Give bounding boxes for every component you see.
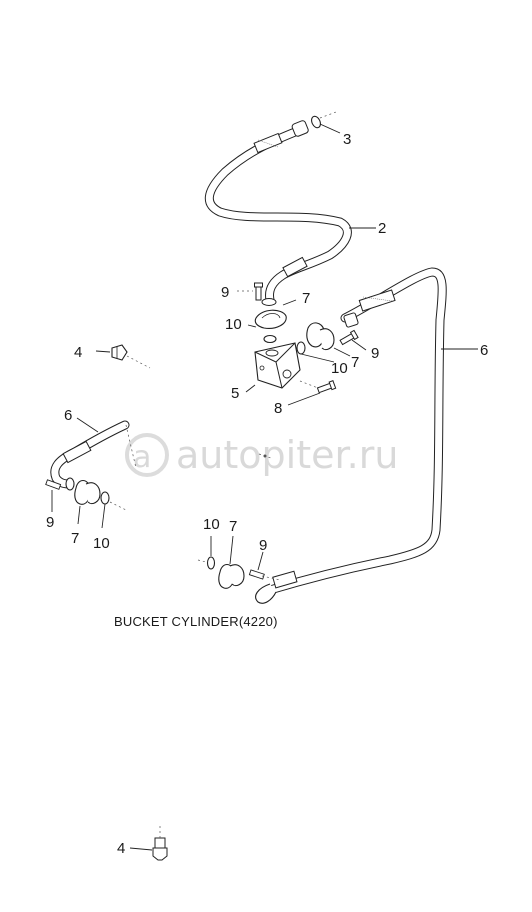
block-5: [254, 342, 301, 389]
callout-5: 5: [231, 385, 239, 402]
callout-6: 6: [480, 342, 488, 359]
callout-7: 7: [302, 290, 310, 307]
callout-9: 9: [46, 514, 54, 531]
callout-10: 10: [225, 316, 242, 333]
callout-6: 6: [64, 407, 72, 424]
bolt-9-left: [45, 479, 62, 490]
callout-9: 9: [221, 284, 229, 301]
callout-9: 9: [259, 537, 267, 554]
flange-7-lower: [218, 563, 245, 589]
hose-6-upper-ferrule: [358, 289, 396, 312]
hose-6-lower-ferrule: [272, 570, 298, 589]
bolt-9-lower: [248, 569, 265, 580]
callout-7: 7: [71, 530, 79, 547]
o-ring-10-upper: [263, 334, 277, 344]
hose-6: [255, 267, 447, 604]
hose-6-lower-elbow: [255, 583, 277, 604]
callout-8: 8: [274, 400, 282, 417]
bolt-9-upper: [254, 282, 263, 301]
watermark-logo-letter: a: [133, 440, 151, 475]
fitting-4-lower: [152, 826, 168, 861]
callout-7: 7: [351, 354, 359, 371]
callout-10: 10: [203, 516, 220, 533]
flange-7-left: [74, 479, 101, 505]
callout-10: 10: [93, 535, 110, 552]
bolt-8: [316, 380, 337, 394]
hose-2: [204, 120, 352, 306]
reference-mark-icon: [258, 453, 272, 459]
callout-3: 3: [343, 131, 351, 148]
callout-2: 2: [378, 220, 386, 237]
watermark: a autopiter.ru: [125, 433, 398, 477]
o-ring-10-right: [296, 341, 306, 355]
flange-7-right: [306, 322, 335, 351]
watermark-logo-icon: [125, 433, 169, 477]
diagram-caption: BUCKET CYLINDER(4220): [114, 614, 278, 629]
hose-2-upper-ferrule: [253, 132, 283, 154]
hose-2-upper-fitting: [291, 120, 309, 137]
callout-7: 7: [229, 518, 237, 535]
hose-6-left-ferrule: [62, 440, 92, 464]
callout-9: 9: [371, 345, 379, 362]
hose-6-left: [50, 420, 137, 491]
callout-labels: 3 2 9 7 10 6 4 9 7 10 5 8 6 9 7 10 10 7 …: [46, 131, 488, 857]
bolt-9-right: [339, 329, 359, 346]
o-ring-3: [311, 115, 321, 129]
hose-6-upper-fitting: [343, 312, 359, 328]
callout-4: 4: [117, 840, 125, 857]
o-ring-10-left: [100, 491, 110, 505]
watermark-text: autopiter.ru: [176, 433, 398, 477]
fitting-4-upper: [111, 344, 128, 361]
flange-7-upper: [254, 309, 287, 329]
callout-10: 10: [331, 360, 348, 377]
o-ring-10-lower: [206, 556, 216, 570]
callout-4: 4: [74, 344, 82, 361]
hose-2-lower-ferrule: [282, 256, 308, 278]
